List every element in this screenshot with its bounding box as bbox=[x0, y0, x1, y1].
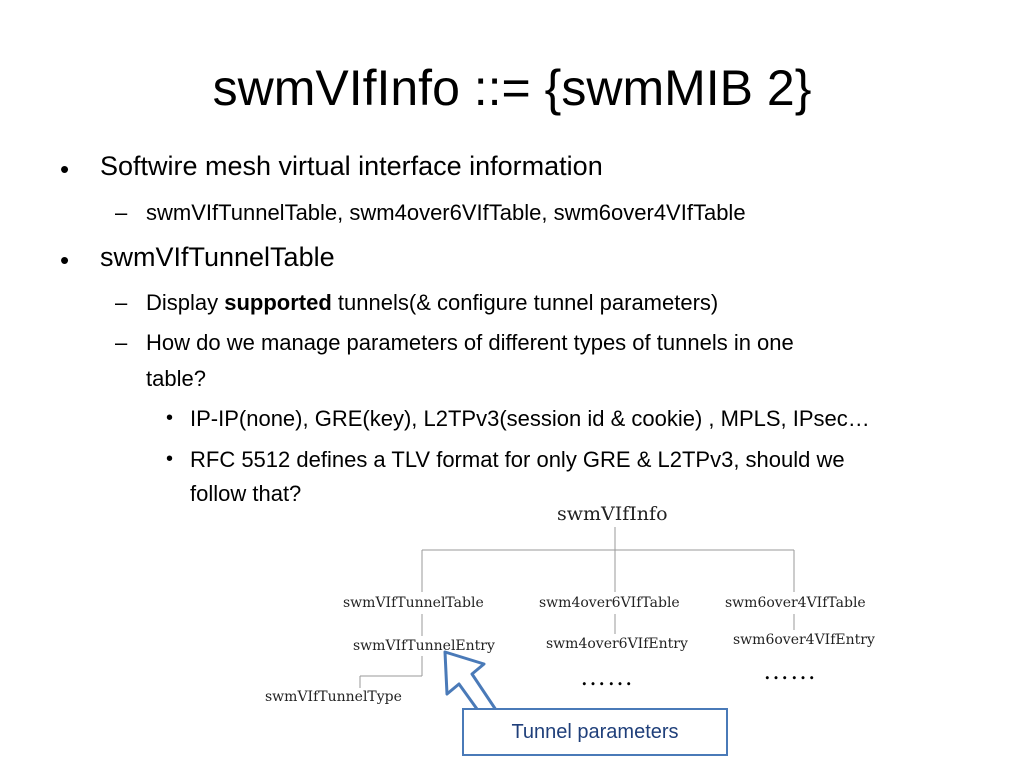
tree-node-entry: swm4over6VIfEntry bbox=[546, 636, 688, 652]
dash-marker: – bbox=[115, 330, 128, 355]
dash-marker: – bbox=[115, 200, 128, 225]
callout-arrow-icon bbox=[443, 650, 502, 718]
slide-title: swmVIfInfo ::= {swmMIB 2} bbox=[212, 60, 812, 116]
dash-marker: – bbox=[115, 290, 128, 315]
text-run: tunnels(& configure tunnel parameters) bbox=[331, 290, 719, 315]
bullet-text: Softwire mesh virtual interface informat… bbox=[100, 151, 603, 181]
bullet-text: swmVIfTunnelTable bbox=[100, 242, 335, 272]
tunnel-parameters-callout: Tunnel parameters bbox=[462, 708, 728, 756]
tree-node-table: swm6over4VIfTable bbox=[725, 595, 866, 611]
tree-node-entry: swmVIfTunnelEntry bbox=[353, 638, 495, 654]
sub-bullet-text: swmVIfTunnelTable, swm4over6VIfTable, sw… bbox=[146, 200, 746, 225]
tree-root-label: swmVIfInfo bbox=[557, 503, 668, 525]
emphasis-text: supported bbox=[224, 290, 332, 315]
tree-node-type: swmVIfTunnelType bbox=[265, 689, 402, 705]
bullet-marker: • bbox=[166, 448, 174, 470]
text-run: Display bbox=[146, 290, 225, 315]
sub-bullet-text: Display supported tunnels(& configure tu… bbox=[146, 290, 718, 316]
bullet-marker: • bbox=[60, 245, 70, 275]
tree-node-table: swmVIfTunnelTable bbox=[343, 595, 484, 611]
tree-node-table: swm4over6VIfTable bbox=[539, 595, 680, 611]
tree-node-entry: swm6over4VIfEntry bbox=[733, 632, 875, 648]
sub-bullet-text: How do we manage parameters of different… bbox=[146, 330, 794, 355]
bullet-marker: • bbox=[60, 154, 70, 184]
sub-sub-bullet-text: IP-IP(none), GRE(key), L2TPv3(session id… bbox=[190, 406, 870, 431]
bullet-marker: • bbox=[166, 407, 174, 429]
sub-sub-bullet-text-cont: follow that? bbox=[190, 481, 302, 506]
ellipsis-dots: …… bbox=[580, 662, 634, 691]
sub-sub-bullet-text: RFC 5512 defines a TLV format for only G… bbox=[190, 447, 845, 472]
sub-bullet-text-cont: table? bbox=[146, 366, 206, 391]
ellipsis-dots: …… bbox=[763, 656, 817, 685]
